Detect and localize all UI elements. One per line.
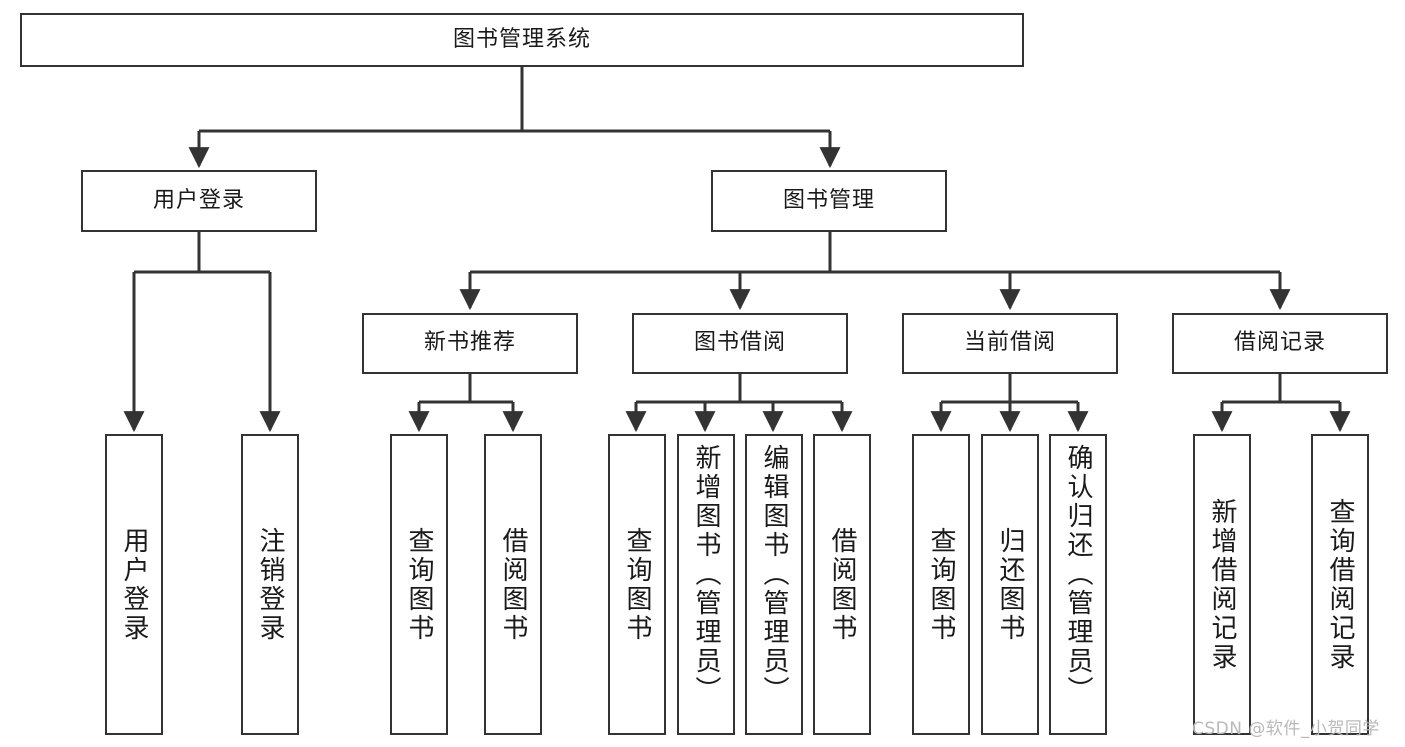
node-leaf-user-login-signin[interactable]: 用户登录 xyxy=(105,434,163,735)
node-leaf-book-borrow-add[interactable]: 新增图书（管理员） xyxy=(677,434,735,735)
node-leaf-borrow-record-add[interactable]: 新增借阅记录 xyxy=(1193,434,1251,735)
node-root-system[interactable]: 图书管理系统 xyxy=(20,13,1024,67)
node-leaf-new-book-query[interactable]: 查询图书 xyxy=(390,434,448,735)
node-label: 注销登录 xyxy=(255,526,285,643)
node-label: 借阅记录 xyxy=(1233,330,1326,356)
node-label: 查询图书 xyxy=(926,526,956,643)
node-leaf-book-borrow-edit[interactable]: 编辑图书（管理员） xyxy=(745,434,803,735)
node-label: 查询图书 xyxy=(622,526,652,643)
node-label: 用户登录 xyxy=(152,187,245,213)
node-leaf-current-borrow-query[interactable]: 查询图书 xyxy=(912,434,970,735)
node-label: 借阅图书 xyxy=(498,526,528,643)
node-label: 新书推荐 xyxy=(423,330,516,356)
node-leaf-book-borrow-query[interactable]: 查询图书 xyxy=(608,434,666,735)
node-book-manage[interactable]: 图书管理 xyxy=(711,170,947,232)
node-label: 图书管理系统 xyxy=(452,26,591,52)
node-label: 借阅图书 xyxy=(827,526,857,643)
node-user-login[interactable]: 用户登录 xyxy=(81,170,317,232)
node-current-borrow[interactable]: 当前借阅 xyxy=(902,313,1118,374)
node-label: 查询图书 xyxy=(404,526,434,643)
node-leaf-user-login-signout[interactable]: 注销登录 xyxy=(241,434,299,735)
node-leaf-current-borrow-confirm[interactable]: 确认归还（管理员） xyxy=(1049,434,1107,735)
node-book-borrow[interactable]: 图书借阅 xyxy=(632,313,848,374)
node-label: 图书借阅 xyxy=(693,330,786,356)
node-label: 新增借阅记录 xyxy=(1207,497,1237,672)
node-label: 图书管理 xyxy=(782,187,875,213)
node-label: 查询借阅记录 xyxy=(1325,497,1355,672)
node-label: 当前借阅 xyxy=(963,330,1056,356)
node-label: 编辑图书（管理员） xyxy=(759,444,789,705)
node-borrow-record[interactable]: 借阅记录 xyxy=(1172,313,1388,374)
node-label: 确认归还（管理员） xyxy=(1063,444,1093,705)
node-leaf-book-borrow-lend[interactable]: 借阅图书 xyxy=(813,434,871,735)
node-leaf-current-borrow-return[interactable]: 归还图书 xyxy=(981,434,1039,735)
node-leaf-new-book-borrow[interactable]: 借阅图书 xyxy=(484,434,542,735)
node-label: 用户登录 xyxy=(119,526,149,643)
node-label: 新增图书（管理员） xyxy=(691,444,721,705)
node-leaf-borrow-record-query[interactable]: 查询借阅记录 xyxy=(1311,434,1369,735)
node-label: 归还图书 xyxy=(995,526,1025,643)
watermark-text: CSDN @软件_小贺同学 xyxy=(1192,719,1380,739)
node-new-book-recommend[interactable]: 新书推荐 xyxy=(362,313,578,374)
